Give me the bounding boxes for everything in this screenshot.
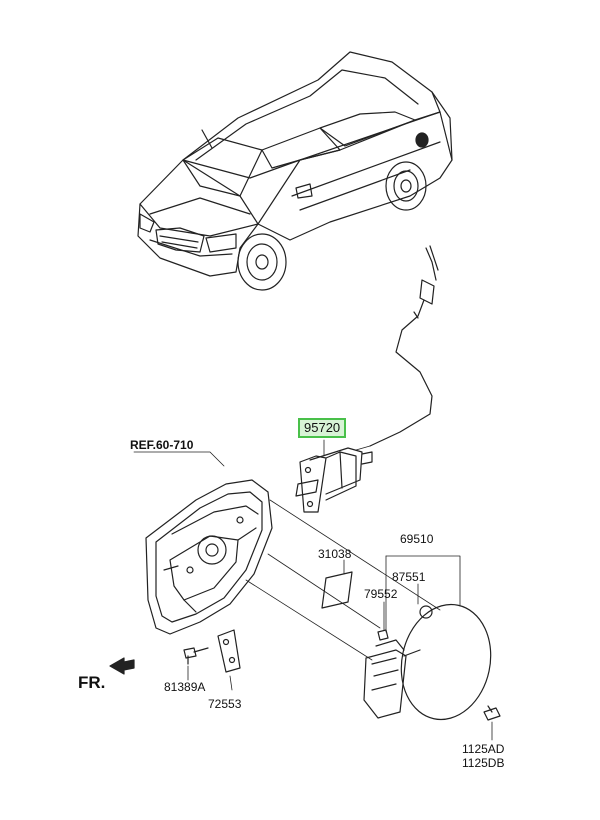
clip-79552 <box>377 629 389 641</box>
part-label-95720[interactable]: 95720 <box>298 418 347 438</box>
fuel-door <box>363 603 492 721</box>
screw-81389a <box>183 647 209 665</box>
part-label-1125ad: 1125AD <box>462 742 505 756</box>
front-arrow-icon <box>109 657 135 675</box>
plug-87551 <box>419 605 433 619</box>
part-label-1125db: 1125DB <box>462 756 505 770</box>
bracket-72553 <box>217 629 241 673</box>
part-label-79552: 79552 <box>364 587 398 601</box>
vehicle-illustration <box>137 51 453 291</box>
part-label-72553: 72553 <box>208 697 242 711</box>
leader-lines <box>133 439 493 741</box>
part-label-81389a: 81389A <box>164 680 206 694</box>
reference-label: REF.60-710 <box>130 438 194 452</box>
part-label-31038: 31038 <box>318 547 352 561</box>
screw-1125ad <box>483 705 501 721</box>
part-label-69510: 69510 <box>400 532 434 546</box>
fuel-door-opener <box>295 447 373 513</box>
pad-31038 <box>321 571 353 609</box>
part-label-87551: 87551 <box>392 570 426 584</box>
fuel-filler-housing <box>145 479 273 635</box>
direction-label: FR. <box>78 673 106 692</box>
release-cable <box>369 245 439 447</box>
